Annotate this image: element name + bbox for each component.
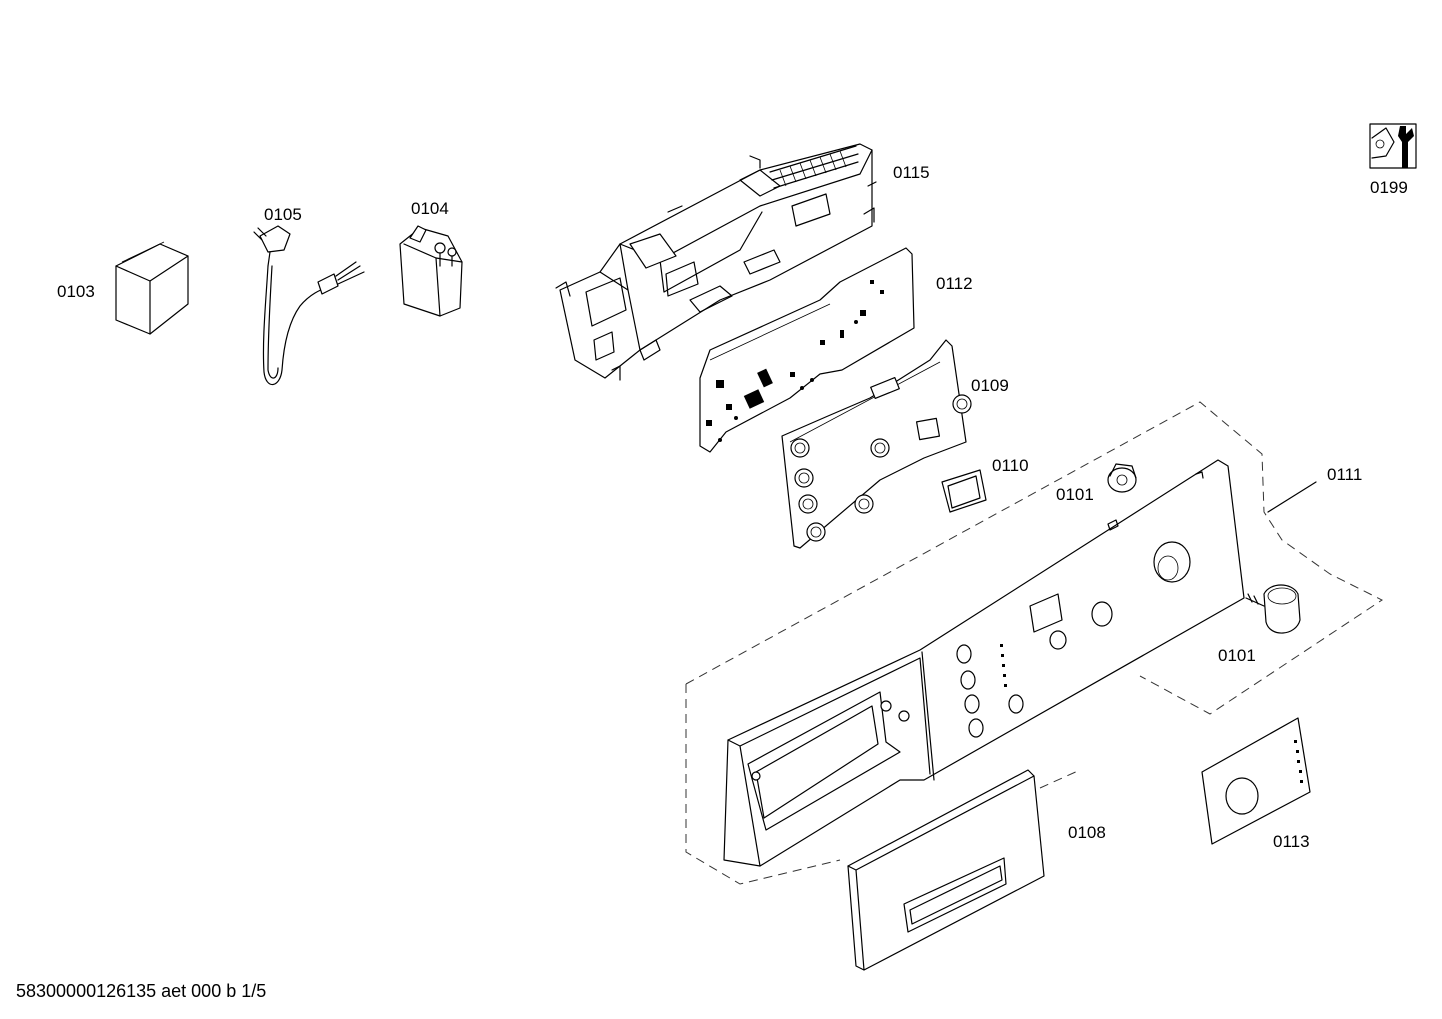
label-0105[interactable]: 0105 <box>264 205 302 224</box>
label-0115[interactable]: 0115 <box>893 163 930 182</box>
part-0105-mains-cable[interactable] <box>253 225 365 386</box>
label-0112[interactable]: 0112 <box>936 274 973 293</box>
label-0103[interactable]: 0103 <box>57 282 95 301</box>
label-0113[interactable]: 0113 <box>1273 832 1310 851</box>
part-0104-filter[interactable] <box>399 225 463 317</box>
label-0101-bottom[interactable]: 0101 <box>1218 646 1256 665</box>
part-0111-front-panel[interactable] <box>685 401 1383 885</box>
part-0115-control-housing[interactable] <box>555 143 877 381</box>
encoder-knob-group <box>790 394 972 542</box>
part-0112-main-pcb[interactable] <box>699 247 915 453</box>
panel-buttons <box>956 601 1113 738</box>
label-0199[interactable]: 0199 <box>1370 178 1408 197</box>
panel-display-opening <box>1029 593 1063 633</box>
part-0108-drawer-panel[interactable] <box>847 769 1045 971</box>
label-0101-top[interactable]: 0101 <box>1056 485 1094 504</box>
part-0109-key-pcb[interactable] <box>781 339 972 549</box>
document-footer-code: 58300000126135 aet 000 b 1/5 <box>16 981 267 1001</box>
part-0199-tool-icon[interactable] <box>1369 123 1417 169</box>
label-0111[interactable]: 0111 <box>1327 465 1363 484</box>
part-0101-knob-top[interactable] <box>1107 463 1137 493</box>
label-0109[interactable]: 0109 <box>971 376 1009 395</box>
label-0104[interactable]: 0104 <box>411 199 449 218</box>
label-plate-dots <box>1294 740 1303 783</box>
part-0103-cover-box[interactable] <box>115 241 189 335</box>
panel-main-dial <box>1153 541 1191 583</box>
panel-led-column <box>1000 644 1007 687</box>
label-0108[interactable]: 0108 <box>1068 823 1106 842</box>
label-0110[interactable]: 0110 <box>992 456 1029 475</box>
part-0110-display-window[interactable] <box>941 469 987 513</box>
part-0113-label-plate[interactable] <box>1201 717 1311 845</box>
part-0101-knob-bottom[interactable] <box>1245 584 1301 634</box>
leader-line-0111 <box>1267 481 1317 513</box>
